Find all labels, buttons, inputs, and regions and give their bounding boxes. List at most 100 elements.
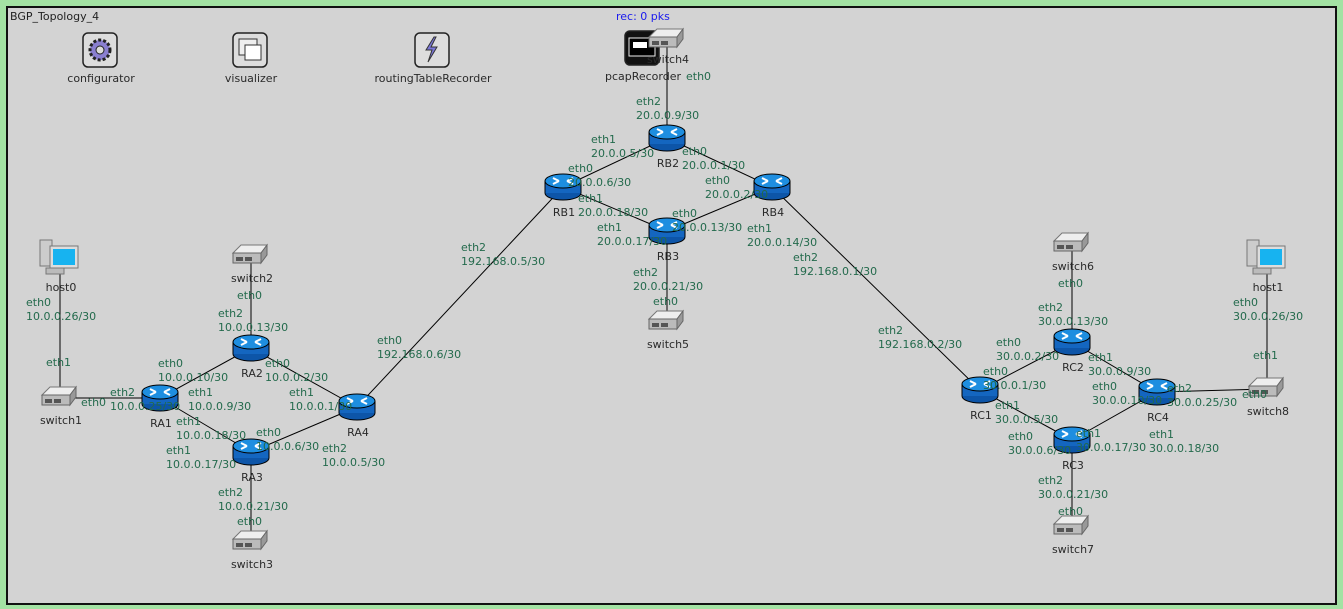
module-visualizer[interactable]: visualizer (225, 32, 278, 85)
interface-address: 20.0.0.6/30 (568, 176, 631, 189)
interface-name: eth0 (686, 70, 711, 83)
router-icon (648, 124, 686, 152)
interface-address: 10.0.0.10/30 (158, 371, 228, 384)
interface-label: eth0 (81, 396, 106, 409)
interface-name: eth0 (1092, 380, 1117, 393)
node-label: RC2 (1062, 361, 1084, 374)
interface-address: 10.0.0.2/30 (265, 371, 328, 384)
node-RB1[interactable]: RB1 (544, 173, 582, 219)
interface-address: 30.0.0.25/30 (1167, 396, 1237, 409)
interface-name: eth1 (747, 222, 772, 235)
node-label: RB3 (657, 250, 679, 263)
interface-name: eth0 (377, 334, 402, 347)
node-switch4[interactable]: switch4 (647, 27, 689, 66)
interface-name: eth0 (1058, 277, 1083, 290)
interface-address: 192.168.0.1/30 (793, 265, 877, 278)
node-switch1[interactable]: switch1 (40, 385, 82, 427)
interface-name: eth0 (237, 515, 262, 528)
node-RC3[interactable]: RC3 (1053, 426, 1091, 472)
interface-name: eth2 (1167, 382, 1192, 395)
interface-name: eth1 (995, 399, 1020, 412)
switch-icon (231, 529, 268, 551)
router-icon (648, 217, 686, 245)
interface-address: 30.0.0.13/30 (1038, 315, 1108, 328)
interface-name: eth2 (218, 486, 243, 499)
interface-name: eth1 (1076, 427, 1101, 440)
link-RA4-RB1[interactable] (356, 186, 564, 408)
interface-address: 20.0.0.9/30 (636, 109, 699, 122)
network-title: BGP_Topology_4 (10, 10, 100, 23)
interface-name: eth0 (1058, 505, 1083, 518)
node-label: RA1 (150, 417, 172, 430)
interface-name: eth0 (672, 207, 697, 220)
router-icon (338, 393, 376, 421)
node-RA2[interactable]: RA2 (232, 334, 270, 380)
node-host0[interactable]: host0 (39, 239, 79, 294)
node-label: RC3 (1062, 459, 1084, 472)
interface-address: 20.0.0.18/30 (578, 206, 648, 219)
interface-name: eth1 (1149, 428, 1174, 441)
interface-address: 10.0.0.17/30 (166, 458, 236, 471)
interface-address: 30.0.0.26/30 (1233, 310, 1303, 323)
node-label: switch2 (231, 272, 273, 285)
node-switch6[interactable]: switch6 (1052, 231, 1094, 273)
module-label: configurator (67, 72, 135, 85)
node-RB3[interactable]: RB3 (648, 217, 686, 263)
link-RB4-RC1[interactable] (771, 186, 981, 391)
interface-label: eth0 (686, 70, 711, 83)
interface-name: eth1 (46, 356, 71, 369)
node-switch8[interactable]: switch8 (1247, 376, 1289, 418)
router-icon (544, 173, 582, 201)
interface-name: eth0 (26, 296, 51, 309)
module-routingTableRecorder[interactable]: routingTableRecorder (374, 32, 492, 85)
module-label: pcapRecorder (605, 70, 682, 83)
switch-icon (40, 385, 77, 407)
node-host1[interactable]: host1 (1246, 239, 1286, 294)
node-RB4[interactable]: RB4 (753, 173, 791, 219)
node-RB2[interactable]: RB2 (648, 124, 686, 170)
interface-address: 30.0.0.21/30 (1038, 488, 1108, 501)
node-RA1[interactable]: RA1 (141, 384, 179, 430)
interface-address: 30.0.0.17/30 (1076, 441, 1146, 454)
interface-name: eth0 (568, 162, 593, 175)
interface-label: eth0 (1242, 388, 1267, 401)
node-RA3[interactable]: RA3 (232, 438, 270, 484)
node-label: RB4 (762, 206, 784, 219)
node-RC1[interactable]: RC1 (961, 376, 999, 422)
interface-address: 20.0.0.13/30 (672, 221, 742, 234)
node-RC4[interactable]: RC4 (1138, 378, 1176, 424)
node-label: host1 (1253, 281, 1284, 294)
interface-name: eth0 (653, 295, 678, 308)
node-label: RB2 (657, 157, 679, 170)
node-RA4[interactable]: RA4 (338, 393, 376, 439)
module-configurator[interactable]: configurator (67, 32, 135, 85)
node-RC2[interactable]: RC2 (1053, 328, 1091, 374)
interface-address: 10.0.0.25/30 (110, 400, 180, 413)
interface-address: 20.0.0.5/30 (591, 147, 654, 160)
node-label: switch5 (647, 338, 689, 351)
node-switch5[interactable]: switch5 (647, 309, 689, 351)
node-switch2[interactable]: switch2 (231, 243, 273, 285)
link-RA2-RA4[interactable] (250, 347, 358, 408)
node-switch7[interactable]: switch7 (1052, 514, 1094, 556)
node-switch3[interactable]: switch3 (231, 529, 273, 571)
node-label: switch3 (231, 558, 273, 571)
interface-name: eth0 (705, 174, 730, 187)
interface-name: eth0 (682, 145, 707, 158)
interface-name: eth2 (1038, 301, 1063, 314)
interface-name: eth1 (289, 386, 314, 399)
